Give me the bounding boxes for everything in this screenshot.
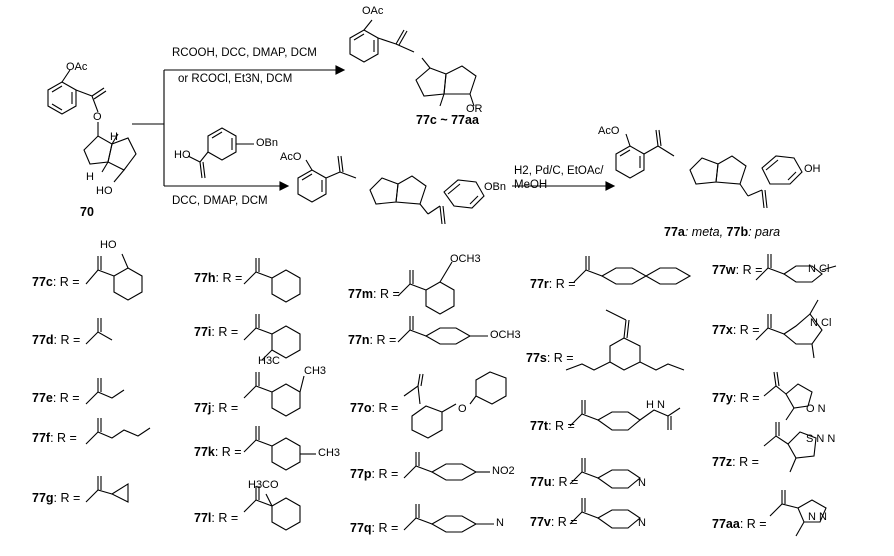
intermediate-aco-label: AcO (280, 151, 302, 163)
substituent-atom-77t: H N (646, 399, 665, 411)
route3-conditions-line1: H2, Pd/C, EtOAc/ (514, 165, 604, 177)
product1-or-label: OR (466, 103, 483, 115)
substituent-label-77z: 77z: R = (712, 455, 759, 469)
product1-oac-label: OAc (362, 5, 384, 17)
substituent-label-77k: 77k: R = (194, 445, 242, 459)
substituent-label-77x: 77x: R = (712, 323, 760, 337)
substituent-label-77d: 77d: R = (32, 333, 81, 347)
substituent-label-77i: 77i: R = (194, 325, 239, 339)
route1-conditions-line1: RCOOH, DCC, DMAP, DCM (172, 47, 317, 59)
substituent-label-77r: 77r: R = (530, 277, 576, 291)
substituent-atom-77i: H3C (258, 355, 281, 367)
substituent-atom-77q: N (496, 517, 504, 529)
substituent-label-77u: 77u: R = (530, 475, 579, 489)
product3-oh-label: OH (804, 163, 821, 175)
route2-conditions: DCC, DMAP, DCM (172, 195, 268, 207)
route1-conditions-line2: or RCOCl, Et3N, DCM (178, 73, 293, 85)
substituent-label-77v: 77v: R = (530, 515, 578, 529)
substituent-label-77f: 77f: R = (32, 431, 77, 445)
substituent-label-77e: 77e: R = (32, 391, 80, 405)
substituent-label-77c: 77c: R = (32, 275, 80, 289)
substituent-label-77m: 77m: R = (348, 287, 400, 301)
substituent-atom-77z: S N N (806, 433, 836, 445)
substituent-atom-77k: CH3 (318, 447, 341, 459)
reagent-obn-label: OBn (256, 137, 279, 149)
start-h-bottom: H (86, 171, 94, 183)
product3-label: 77a: meta, 77b: para (664, 225, 781, 239)
start-o-atom: O (93, 111, 102, 123)
reaction-arrows (132, 65, 616, 191)
substituent-atom-77c: HO (100, 239, 117, 251)
substituent-label-77j: 77j: R = (194, 401, 239, 415)
substituent-label-77h: 77h: R = (194, 271, 243, 285)
product-77c-77aa-structure (349, 19, 477, 107)
substituent-atom-77y: O N (806, 403, 826, 415)
substituent-atom-77v: N (638, 517, 646, 529)
substituent-atom-77o: O (458, 403, 467, 415)
product3-aco-label: AcO (598, 125, 620, 137)
substituent-atom-77l: H3CO (248, 479, 279, 491)
substituent-label-77t: 77t: R = (530, 419, 575, 433)
reagent-structure (187, 127, 254, 179)
substituent-label-77p: 77p: R = (350, 467, 399, 481)
substituent-label-77q: 77q: R = (350, 521, 399, 535)
intermediate-obn-label: OBn (484, 181, 507, 193)
substituent-atom-77p: NO2 (492, 465, 515, 477)
compound-70-label: 70 (80, 205, 94, 219)
start-ho-label: HO (96, 185, 113, 197)
substituent-atom-77u: N (638, 477, 646, 489)
substituent-label-77y: 77y: R = (712, 391, 760, 405)
substituent-label-77aa: 77aa: R = (712, 517, 767, 531)
substituent-atom-77aa: N N (808, 511, 827, 523)
substituent-label-77l: 77l: R = (194, 511, 239, 525)
substituent-atom-77n: OCH3 (490, 329, 521, 341)
start-oac-label: OAc (66, 61, 88, 73)
substituent-label-77g: 77g: R = (32, 491, 81, 505)
substituent-atom-77x: N Cl (810, 317, 832, 329)
substituent-atom-77j: CH3 (304, 365, 327, 377)
product-77a-77b-structure (615, 129, 803, 209)
reagent-ho-label: HO (174, 149, 191, 161)
start-h-top: H (110, 131, 118, 143)
route3-conditions-line2: MeOH (514, 179, 548, 191)
product1-label: 77c ~ 77aa (416, 113, 479, 127)
substituent-label-77s: 77s: R = (526, 351, 574, 365)
substituent-label-77n: 77n: R = (348, 333, 397, 347)
intermediate-structure (297, 155, 485, 225)
compound-70-structure (47, 69, 137, 183)
substituent-label-77w: 77w: R = (712, 263, 763, 277)
substituent-fragments (85, 253, 837, 537)
substituent-label-77o: 77o: R = (350, 401, 399, 415)
substituent-atom-77m: OCH3 (450, 253, 481, 265)
substituent-atom-77w: N Cl (808, 263, 830, 275)
